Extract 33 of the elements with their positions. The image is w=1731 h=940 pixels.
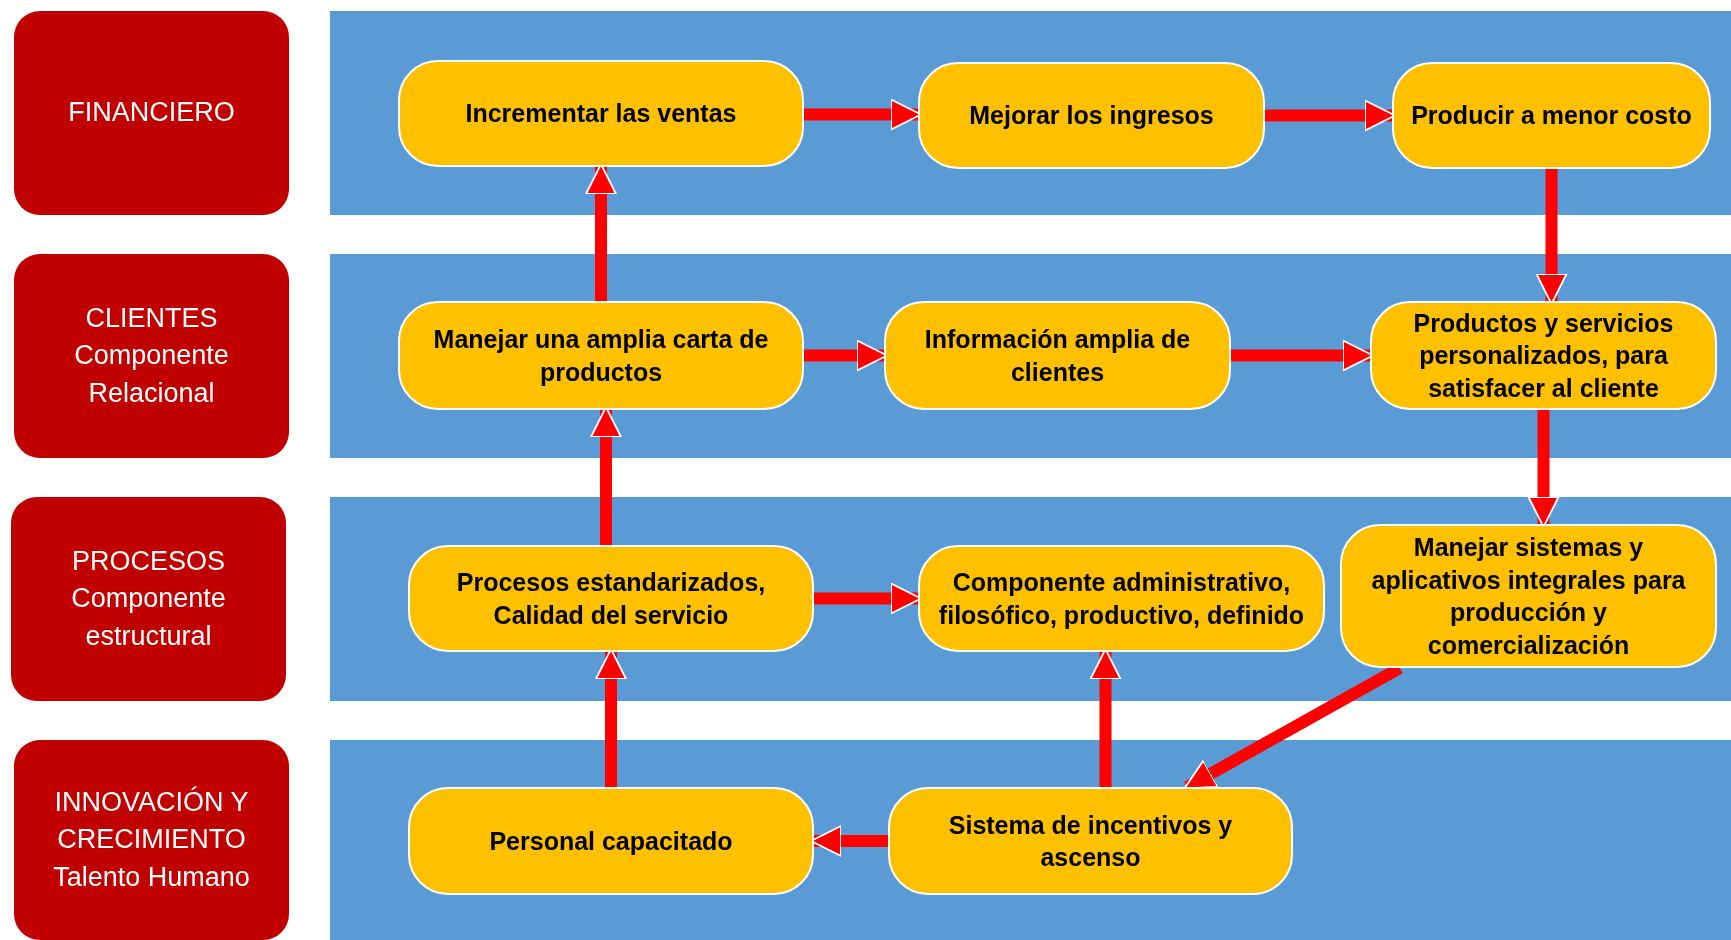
perspective-box — [11, 497, 286, 701]
node-label: Procesos estandarizados, Calidad del servicio — [455, 567, 767, 631]
node-label: Producir a menor costo — [1411, 100, 1692, 132]
node-label: PROCESOS — [71, 545, 225, 579]
objective-box — [408, 545, 814, 652]
node-subtitle: Talento Humano — [53, 860, 250, 894]
node-label: Componente administrativo, filosófico, productivo, definido — [937, 567, 1306, 631]
node-label: Manejar una amplia carta de productos — [432, 324, 770, 388]
node-label: Productos y servicios personalizados, para satisfacer al cliente — [1412, 307, 1675, 404]
node-label: Mejorar los ingresos — [969, 100, 1214, 132]
objective-box — [918, 545, 1325, 652]
node-label: Incrementar las ventas — [465, 98, 737, 130]
objective-box — [398, 60, 804, 167]
node-label: Información amplia de clientes — [923, 324, 1192, 388]
perspective-box — [14, 740, 289, 940]
objective-box — [888, 787, 1293, 895]
node-label: Manejar sistemas y aplicativos integrales para producción y comercialización — [1370, 532, 1687, 661]
objective-box — [408, 787, 814, 895]
objective-box — [398, 301, 804, 410]
node-label: Sistema de incentivos y ascenso — [947, 809, 1234, 873]
node-subtitle: Componente estructural — [70, 582, 227, 653]
objective-box — [918, 62, 1265, 169]
objective-box — [1340, 524, 1717, 668]
objective-box — [884, 301, 1231, 410]
node-label: FINANCIERO — [68, 96, 235, 130]
node-label: INNOVACIÓN Y CRECIMIENTO — [53, 785, 250, 857]
objective-box — [1370, 301, 1717, 410]
node-subtitle: Componente Relacional — [73, 339, 230, 410]
node-label: CLIENTES — [85, 302, 218, 336]
objective-box — [1392, 62, 1711, 169]
perspective-box — [14, 11, 289, 215]
perspective-box — [14, 254, 289, 458]
node-label: Personal capacitado — [489, 825, 733, 857]
